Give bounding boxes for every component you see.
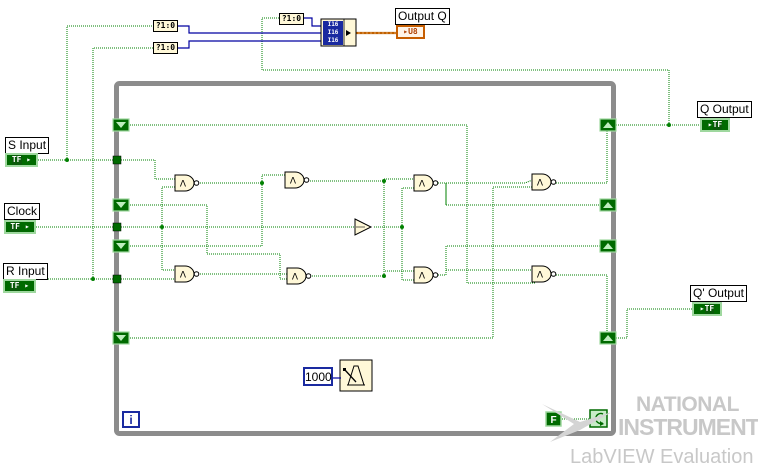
labview-eval-text: LabVIEW Evaluation <box>570 446 754 468</box>
r-input-terminal[interactable]: TF ▸ <box>3 279 36 293</box>
shift-register-left-2[interactable] <box>112 198 130 212</box>
array-input-2: I16 <box>323 29 343 37</box>
ni-logo-line1: NATIONAL <box>636 393 739 416</box>
r-input-label: R Input <box>3 263 48 280</box>
nand-gate-7[interactable] <box>531 173 557 191</box>
s-input-tunnel <box>112 155 122 165</box>
nand-gate-4[interactable] <box>286 267 312 285</box>
shift-register-right-3[interactable] <box>599 239 617 253</box>
clock-terminal[interactable]: TF ▸ <box>4 220 36 234</box>
loop-iteration-terminal[interactable]: i <box>122 411 140 428</box>
while-loop-frame[interactable] <box>114 81 616 436</box>
q-output-terminal[interactable]: ▸TF <box>700 118 730 132</box>
shift-register-left-4[interactable] <box>112 331 130 345</box>
ni-logo-line2: INSTRUMENTS <box>618 414 758 440</box>
nand-gate-2[interactable] <box>174 265 200 283</box>
shift-register-left-1[interactable] <box>112 118 130 132</box>
shift-register-right-4[interactable] <box>599 331 617 345</box>
bool-to-number-1[interactable]: ?1:0 <box>153 20 178 32</box>
shift-register-right-2[interactable] <box>599 198 617 212</box>
s-input-terminal[interactable]: TF ▸ <box>5 153 38 167</box>
false-constant[interactable]: F <box>545 411 562 427</box>
array-input-3: I16 <box>323 37 343 45</box>
clock-label: Clock <box>4 203 41 220</box>
q-output-label: Q Output <box>697 101 752 118</box>
clock-tunnel <box>112 222 122 232</box>
qbar-output-label: Q' Output <box>690 285 747 302</box>
qbar-output-wire <box>614 308 693 339</box>
array-input-1: I16 <box>323 21 343 29</box>
svg-text:i: i <box>129 413 132 427</box>
shift-register-left-3[interactable] <box>112 239 130 253</box>
bool-to-number-2[interactable]: ?1:0 <box>153 42 178 54</box>
svg-text:F: F <box>550 415 556 426</box>
nand-gate-6[interactable] <box>413 266 439 284</box>
s-input-label: S Input <box>5 137 50 154</box>
wait-ms-constant[interactable]: 1000 <box>303 367 333 386</box>
r-input-tunnel <box>112 274 122 284</box>
metronome-icon[interactable] <box>339 359 373 392</box>
wait-wire <box>333 377 341 379</box>
output-q-label: Output Q <box>395 8 450 25</box>
nand-gate-3[interactable] <box>284 171 310 189</box>
output-q-terminal[interactable]: ▸U8 <box>396 25 425 39</box>
ni-eagle-logo <box>542 404 610 442</box>
nand-gate-8[interactable] <box>531 265 557 283</box>
not-gate-icon[interactable] <box>354 218 373 236</box>
nand-gate-5[interactable] <box>413 174 439 192</box>
shift-register-right-1[interactable] <box>599 118 617 132</box>
nand-gate-1[interactable] <box>174 174 200 192</box>
bool-to-number-3[interactable]: ?1:0 <box>279 13 304 25</box>
qbar-output-terminal[interactable]: ▸TF <box>692 302 722 316</box>
